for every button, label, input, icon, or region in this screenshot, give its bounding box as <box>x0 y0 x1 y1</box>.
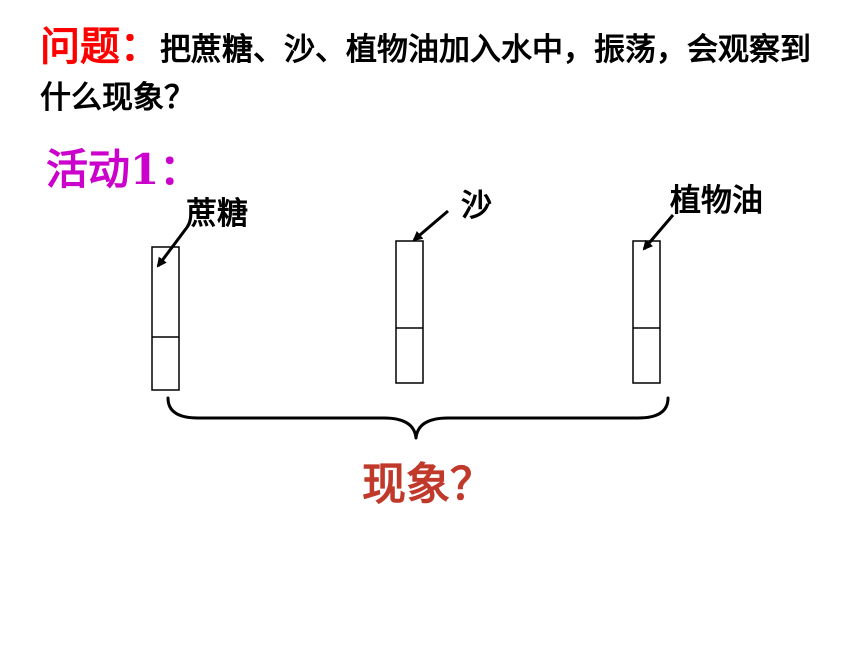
question: 问题：把蔗糖、沙、植物油加入水中，振荡，会观察到什么现象？ <box>40 18 840 121</box>
result-question: 现象？ <box>362 459 494 510</box>
test-tube-oil <box>632 240 661 384</box>
tube-body <box>395 240 424 384</box>
grouping-brace <box>166 396 670 440</box>
tube-body <box>632 240 661 384</box>
question-text: 把蔗糖、沙、植物油加入水中，振荡，会观察到什么现象？ <box>40 32 811 116</box>
tube-label-sugar: 蔗糖 <box>186 196 248 232</box>
arrow-sand <box>412 209 449 242</box>
activity-title: 活动1： <box>46 145 202 194</box>
tube-label-sand: 沙 <box>461 188 492 224</box>
tube-body <box>151 246 180 391</box>
arrow-sugar <box>156 225 190 268</box>
question-label: 问题： <box>40 23 160 70</box>
test-tube-sand <box>395 240 424 384</box>
tube-label-oil: 植物油 <box>670 183 763 219</box>
test-tube-sugar <box>151 246 180 391</box>
arrow-oil <box>642 214 675 251</box>
